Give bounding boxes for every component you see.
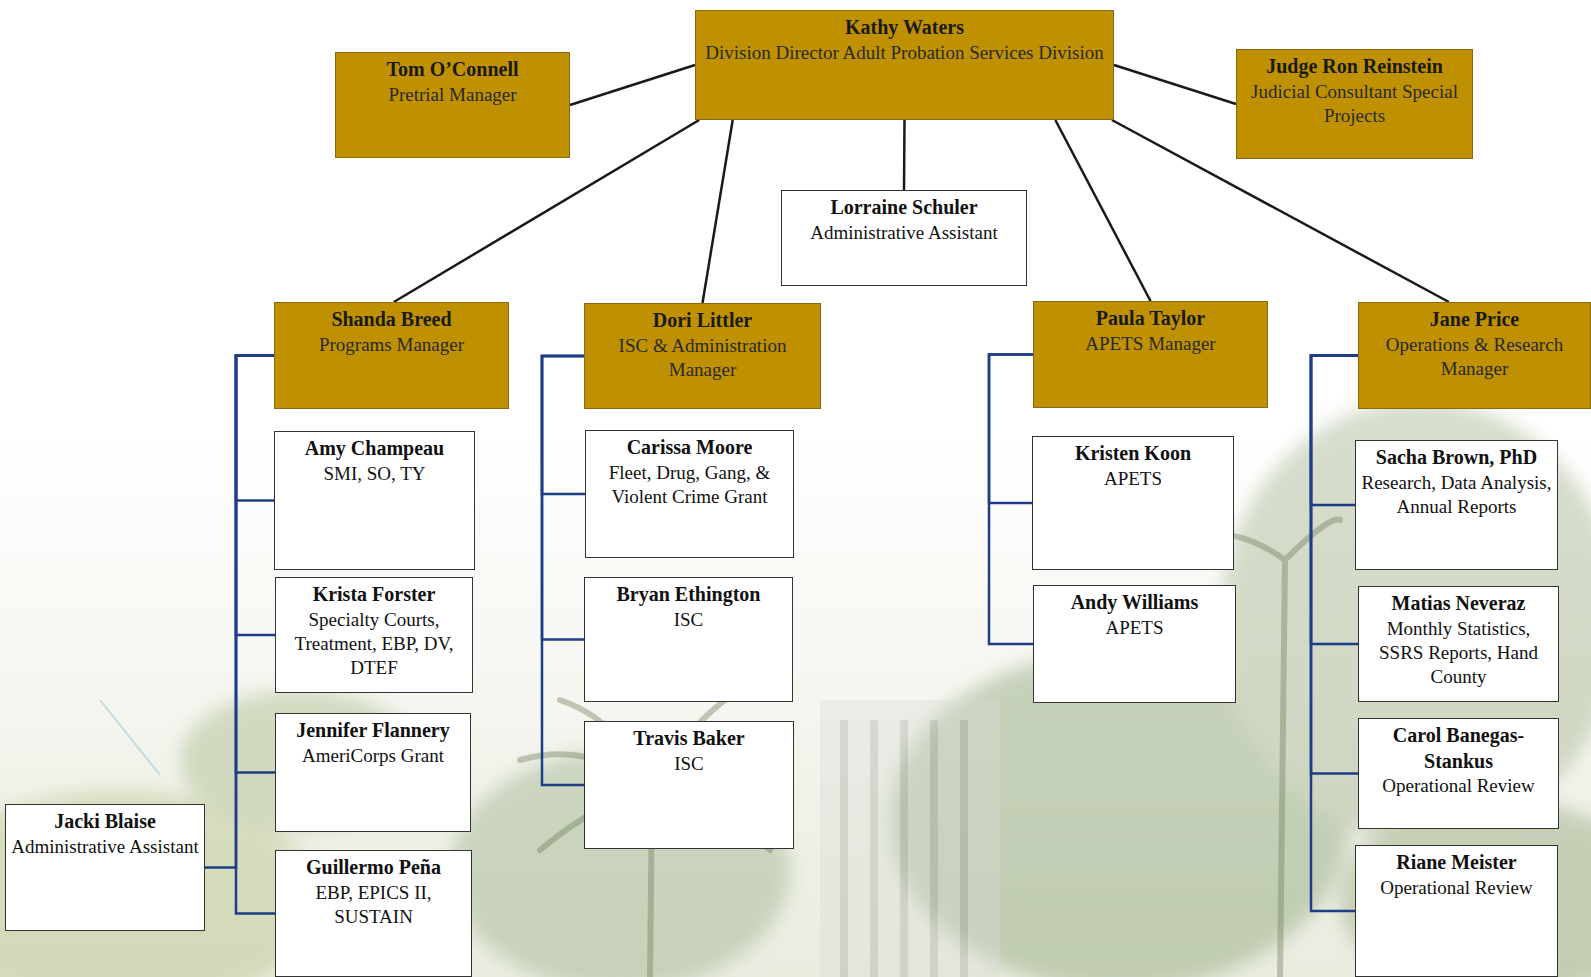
manager-box: Tom O’ConnellPretrial Manager bbox=[335, 52, 570, 158]
role-text: SMI, SO, TY bbox=[280, 462, 469, 486]
person-name: Paula Taylor bbox=[1039, 306, 1262, 332]
reporting-line bbox=[570, 65, 695, 105]
bracket-line bbox=[1311, 356, 1358, 645]
staff-box: Amy ChampeauSMI, SO, TY bbox=[274, 431, 475, 570]
staff-box: Guillermo PeñaEBP, EPICS II, SUSTAIN bbox=[275, 850, 472, 977]
role-text: Operational Review bbox=[1364, 774, 1553, 798]
person-name: Dori Littler bbox=[590, 308, 815, 334]
role-text: APETS bbox=[1039, 616, 1230, 640]
bracket-line bbox=[542, 356, 584, 785]
person-name: Jane Price bbox=[1364, 307, 1585, 333]
reporting-line bbox=[1055, 120, 1150, 301]
bracket-line bbox=[1311, 356, 1358, 774]
staff-box: Kristen KoonAPETS bbox=[1032, 436, 1234, 570]
role-text: Operations & Research Manager bbox=[1364, 333, 1585, 382]
role-text: AmeriCorps Grant bbox=[281, 744, 465, 768]
bracket-line bbox=[989, 355, 1033, 645]
person-name: Lorraine Schuler bbox=[787, 195, 1021, 221]
person-name: Judge Ron Reinstein bbox=[1242, 54, 1467, 80]
staff-box: Carol Banegas-StankusOperational Review bbox=[1358, 718, 1559, 829]
person-name: Amy Champeau bbox=[280, 436, 469, 462]
person-name: Guillermo Peña bbox=[281, 855, 466, 881]
photo-foliage bbox=[0, 400, 1591, 977]
role-text: Specialty Courts, Treatment, EBP, DV, DT… bbox=[281, 608, 467, 681]
manager-box: Shanda BreedPrograms Manager bbox=[274, 302, 509, 409]
person-name: Tom O’Connell bbox=[341, 57, 564, 83]
staff-box: Riane MeisterOperational Review bbox=[1355, 845, 1558, 977]
building bbox=[820, 700, 1000, 977]
bracket-line bbox=[236, 356, 274, 501]
manager-box: Kathy WatersDivision Director Adult Prob… bbox=[695, 10, 1114, 120]
role-text: ISC bbox=[590, 608, 787, 632]
role-text: Division Director Adult Probation Servic… bbox=[701, 41, 1108, 65]
column bbox=[900, 720, 908, 977]
role-text: Research, Data Analysis, Annual Reports bbox=[1361, 471, 1552, 520]
column bbox=[840, 720, 848, 977]
column bbox=[870, 720, 878, 977]
role-text: Administrative Assistant bbox=[787, 221, 1021, 245]
foliage bbox=[1220, 400, 1591, 840]
person-name: Travis Baker bbox=[590, 726, 788, 752]
person-name: Carol Banegas-Stankus bbox=[1364, 723, 1553, 774]
person-name: Riane Meister bbox=[1361, 850, 1552, 876]
reporting-line bbox=[703, 120, 733, 303]
person-name: Kathy Waters bbox=[701, 15, 1108, 41]
person-name: Carissa Moore bbox=[591, 435, 788, 461]
person-name: Kristen Koon bbox=[1038, 441, 1228, 467]
staff-box: Jacki BlaiseAdministrative Assistant bbox=[5, 804, 205, 931]
photo-detail bbox=[100, 700, 160, 775]
role-text: EBP, EPICS II, SUSTAIN bbox=[281, 881, 466, 930]
person-name: Andy Williams bbox=[1039, 590, 1230, 616]
role-text: Fleet, Drug, Gang, & Violent Crime Grant bbox=[591, 461, 788, 510]
staff-box: Andy WilliamsAPETS bbox=[1033, 585, 1236, 703]
role-text: Judicial Consultant Special Projects bbox=[1242, 80, 1467, 129]
role-text: ISC bbox=[590, 752, 788, 776]
staff-box: Matias NeverazMonthly Statistics, SSRS R… bbox=[1358, 586, 1559, 702]
building-columns bbox=[820, 700, 1000, 977]
role-text: Administrative Assistant bbox=[11, 835, 199, 859]
staff-box: Bryan EthingtonISC bbox=[584, 577, 793, 702]
column bbox=[930, 720, 938, 977]
staff-box: Lorraine SchulerAdministrative Assistant bbox=[781, 190, 1027, 286]
staff-box: Carissa MooreFleet, Drug, Gang, & Violen… bbox=[585, 430, 794, 558]
manager-box: Jane PriceOperations & Research Manager bbox=[1358, 302, 1591, 409]
bracket-line bbox=[1311, 356, 1358, 506]
bracket-line bbox=[205, 356, 274, 868]
role-text: APETS bbox=[1038, 467, 1228, 491]
staff-box: Travis BakerISC bbox=[584, 721, 794, 849]
bracket-line bbox=[1311, 356, 1358, 912]
bracket-line bbox=[542, 356, 584, 640]
person-name: Jennifer Flannery bbox=[281, 718, 465, 744]
role-text: APETS Manager bbox=[1039, 332, 1262, 356]
reporting-line bbox=[903, 120, 906, 190]
person-name: Sacha Brown, PhD bbox=[1361, 445, 1552, 471]
staff-box: Sacha Brown, PhDResearch, Data Analysis,… bbox=[1355, 440, 1558, 570]
person-name: Shanda Breed bbox=[280, 307, 503, 333]
role-text: Programs Manager bbox=[280, 333, 503, 357]
role-text: Monthly Statistics, SSRS Reports, Hand C… bbox=[1364, 617, 1553, 690]
bracket-line bbox=[236, 356, 275, 773]
manager-box: Paula TaylorAPETS Manager bbox=[1033, 301, 1268, 408]
manager-box: Judge Ron ReinsteinJudicial Consultant S… bbox=[1236, 49, 1473, 159]
manager-box: Dori LittlerISC & Administration Manager bbox=[584, 303, 821, 409]
reporting-line bbox=[1114, 65, 1236, 104]
bracket-line bbox=[542, 356, 585, 494]
palm-tree bbox=[520, 520, 1340, 977]
person-name: Jacki Blaise bbox=[11, 809, 199, 835]
palm-frond bbox=[1285, 520, 1340, 561]
staff-box: Jennifer FlanneryAmeriCorps Grant bbox=[275, 713, 471, 832]
person-name: Bryan Ethington bbox=[590, 582, 787, 608]
bracket-line bbox=[989, 355, 1033, 504]
person-name: Krista Forster bbox=[281, 582, 467, 608]
column bbox=[960, 720, 968, 977]
person-name: Matias Neveraz bbox=[1364, 591, 1553, 617]
role-text: Pretrial Manager bbox=[341, 83, 564, 107]
staff-box: Krista ForsterSpecialty Courts, Treatmen… bbox=[275, 577, 473, 693]
role-text: Operational Review bbox=[1361, 876, 1552, 900]
palm-trunk bbox=[1280, 560, 1285, 977]
bracket-line bbox=[236, 356, 275, 636]
role-text: ISC & Administration Manager bbox=[590, 334, 815, 383]
bracket-line bbox=[236, 356, 275, 914]
